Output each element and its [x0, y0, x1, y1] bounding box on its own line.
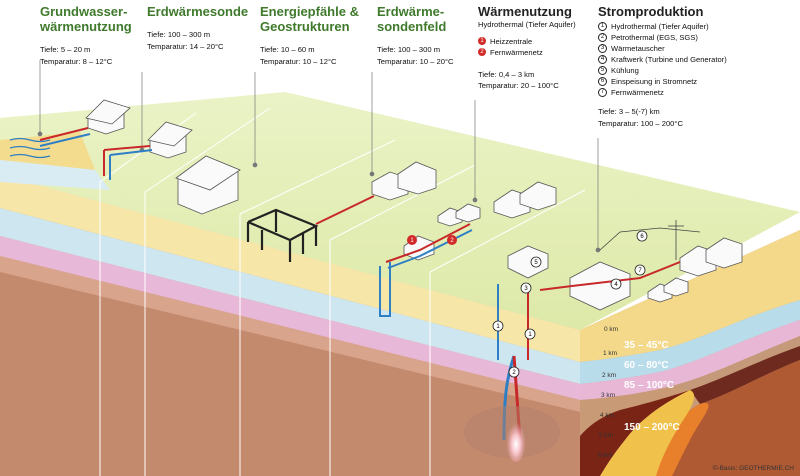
marker-badge: 2: [478, 48, 486, 56]
depth-text: Tiefe: 100 – 300 m: [147, 30, 211, 39]
depth-label: 6 km: [598, 452, 613, 459]
power-line: [599, 220, 701, 260]
marker-badge: 1: [598, 22, 607, 31]
buildings: [85, 99, 743, 311]
svg-text:7: 7: [638, 268, 642, 274]
svg-text:3: 3: [524, 286, 528, 292]
legend-item: 7 Fernwärmenetz: [598, 87, 727, 98]
column-waermenutzung: Wärmenutzung Hydrothermal (Tiefer Aquife…: [478, 4, 576, 92]
depth-text: Tiefe: 10 – 60 m: [260, 45, 315, 54]
legend-item: 2 Fernwärmenetz: [478, 47, 576, 58]
column-erdwaermesonde: Erdwärmesonde Tiefe: 100 – 300 m Tempara…: [147, 4, 248, 52]
depth-label: 5 km: [599, 432, 614, 439]
marker-badge: 1: [478, 37, 486, 45]
column-title: Energiepfähle & Geostrukturen: [260, 4, 359, 34]
column-subtitle: Hydrothermal (Tiefer Aquifer): [478, 20, 576, 29]
column-title: Stromproduktion: [598, 4, 704, 19]
marker-badge: 4: [598, 55, 607, 64]
legend-item: 5 Kühlung: [598, 65, 727, 76]
legend-item: 6 Einspeisung in Stromnetz: [598, 76, 727, 87]
legend-label: Heizzentrale: [490, 36, 533, 46]
svg-text:4: 4: [614, 282, 618, 288]
depth-label: 3 km: [601, 392, 616, 399]
svg-text:1: 1: [496, 324, 500, 330]
source-credit: ©-Basis: GEOTHERMIE.CH: [712, 465, 794, 472]
depth-text: Tiefe: 3 – 5(-7) km: [598, 107, 660, 116]
legend-label: Fernwärmenetz: [611, 88, 664, 97]
svg-text:6: 6: [640, 234, 644, 240]
legend-item: 1 Heizzentrale: [478, 36, 576, 47]
column-title: Erdwärmesonde: [147, 4, 249, 19]
column-title: Wärmenutzung: [478, 4, 572, 19]
depth-label: 1 km: [603, 350, 618, 357]
legend-item: 3 Wärmetauscher: [598, 43, 727, 54]
svg-text:2: 2: [512, 370, 516, 376]
temperature-band-label: 35 – 45°C: [624, 340, 669, 351]
pile-structure: [246, 208, 319, 262]
temperature-text: Temparatur: 10 – 12°C: [260, 56, 337, 66]
svg-text:5: 5: [534, 260, 538, 266]
legend-item: 2 Petrothermal (EGS, SGS): [598, 32, 727, 43]
legend-label: Hydrothermal (Tiefer Aquifer): [611, 22, 709, 31]
legend-label: Kühlung: [611, 66, 639, 75]
marker-badge: 3: [598, 44, 607, 53]
legend-item: 4 Kraftwerk (Turbine und Generator): [598, 54, 727, 65]
temperature-text: Temparatur: 10 – 20°C: [377, 56, 454, 66]
depth-text: Tiefe: 0,4 – 3 km: [478, 69, 535, 79]
hot-rock-zone: [464, 406, 560, 462]
callout-lines: [37, 60, 601, 253]
marker-badge: 2: [598, 33, 607, 42]
temperature-text: Temparatur: 100 – 200°C: [598, 118, 683, 128]
marker-badge: 6: [598, 77, 607, 86]
svg-text:2: 2: [450, 238, 454, 244]
column-title: Grundwasser- wärmenutzung: [40, 4, 132, 34]
marker-badge: 7: [598, 88, 607, 97]
column-sondenfeld: Erdwärme- sondenfeld Tiefe: 100 – 300 m …: [377, 4, 453, 67]
svg-text:1: 1: [528, 332, 532, 338]
temperature-band-label: 150 – 200°C: [624, 422, 680, 433]
legend-label: Petrothermal (EGS, SGS): [611, 33, 698, 42]
depth-text: Tiefe: 5 – 20 m: [40, 45, 91, 54]
temperature-text: Temparatur: 14 – 20°C: [147, 41, 224, 51]
marker-badge: 5: [598, 66, 607, 75]
column-energiepfaehle: Energiepfähle & Geostrukturen Tiefe: 10 …: [260, 4, 359, 67]
depth-label: 0 km: [604, 326, 619, 333]
temperature-band-label: 60 – 80°C: [624, 360, 669, 371]
depth-label: 4 km: [600, 412, 615, 419]
legend-label: Einspeisung in Stromnetz: [611, 77, 698, 86]
temperature-text: Temparatur: 20 – 100°C: [478, 81, 559, 90]
svg-text:1: 1: [410, 238, 414, 244]
column-title: Erdwärme- sondenfeld: [377, 4, 447, 34]
legend-label: Wärmetauscher: [611, 44, 665, 53]
depth-label: 2 km: [602, 372, 617, 379]
temperature-text: Temparatur: 8 – 12°C: [40, 56, 113, 66]
legend-item: 1 Hydrothermal (Tiefer Aquifer): [598, 21, 727, 32]
depth-text: Tiefe: 100 – 300 m: [377, 45, 441, 54]
side-face-layers: [560, 230, 800, 476]
markers: 1 2 1 1 2 3 4 5 6 7: [407, 230, 648, 378]
legend-label: Fernwärmenetz: [490, 47, 543, 57]
temperature-band-label: 85 – 100°C: [624, 380, 675, 391]
legend-label: Kraftwerk (Turbine und Generator): [611, 55, 727, 64]
column-grundwasser: Grundwasser- wärmenutzung Tiefe: 5 – 20 …: [40, 4, 132, 67]
column-stromproduktion: Stromproduktion 1 Hydrothermal (Tiefer Aq…: [598, 4, 727, 129]
